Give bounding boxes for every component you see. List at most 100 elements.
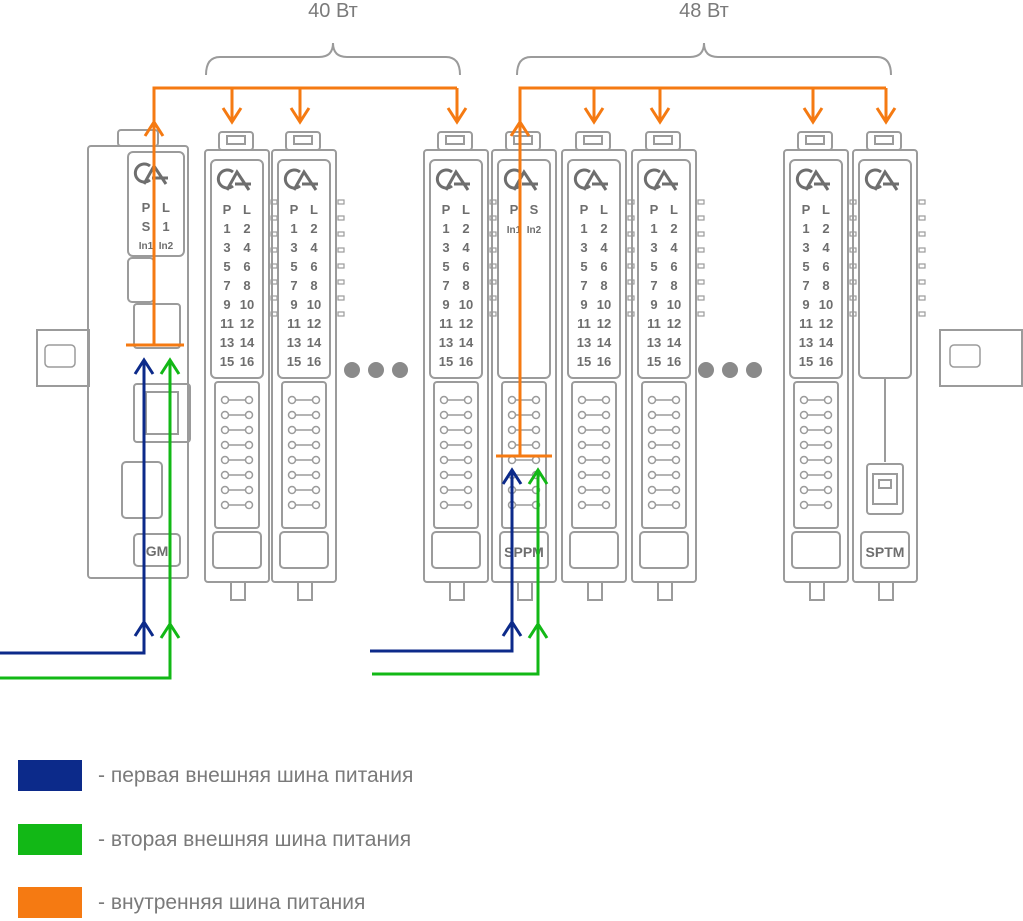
terminal-pin xyxy=(647,410,657,420)
channel-label: 2 xyxy=(822,221,829,236)
channel-label: 4 xyxy=(822,240,830,255)
terminal-pin xyxy=(647,500,657,510)
legend-label: - внутренняя шина питания xyxy=(98,891,366,914)
channel-label: 1 xyxy=(650,221,657,236)
channel-label: 6 xyxy=(822,259,829,274)
module-top-latch xyxy=(866,131,902,151)
module-bottom-clip xyxy=(230,582,246,601)
terminal-pin xyxy=(799,410,809,420)
terminal-pin xyxy=(671,455,681,465)
internal-bus-arrow xyxy=(221,107,243,125)
channel-label: P xyxy=(290,202,299,217)
channel-label: 5 xyxy=(580,259,587,274)
terminal-pin xyxy=(601,485,611,495)
logo-a xyxy=(225,169,251,191)
terminal-pin xyxy=(507,410,517,420)
rj45-port-inner xyxy=(872,473,898,505)
head-input-label: In1 xyxy=(139,241,154,252)
terminal-pin xyxy=(287,485,297,495)
module-label-plate xyxy=(499,531,549,569)
terminal-pin xyxy=(439,440,449,450)
terminal-pin xyxy=(463,440,473,450)
head-input-label: In2 xyxy=(159,241,174,252)
ellipsis-right xyxy=(698,362,762,378)
ext-bus-2-arrow xyxy=(159,357,181,375)
rj45-port-icon xyxy=(866,463,904,515)
channel-label: L xyxy=(600,202,608,217)
module-faceplate xyxy=(567,159,621,379)
channel-label: 11 xyxy=(647,316,661,331)
channel-label: 16 xyxy=(240,354,254,369)
terminal-pin xyxy=(601,395,611,405)
terminal-pin xyxy=(220,395,230,405)
terminal-pin xyxy=(507,440,517,450)
channel-label: 8 xyxy=(462,278,469,293)
terminal-pin xyxy=(287,455,297,465)
module-top-latch xyxy=(437,131,473,151)
ca-logo-icon xyxy=(283,168,318,191)
terminal-pin xyxy=(220,485,230,495)
terminal-pin xyxy=(647,470,657,480)
logo-a xyxy=(582,169,608,191)
terminal-pin xyxy=(671,485,681,495)
terminal-pin xyxy=(439,410,449,420)
channel-label: P xyxy=(802,202,811,217)
channel-label: L xyxy=(822,202,830,217)
terminal-pin xyxy=(220,425,230,435)
internal-bus-arrow xyxy=(289,107,311,125)
din-rail-slot xyxy=(949,344,981,368)
side-led xyxy=(337,199,345,205)
channel-label: 4 xyxy=(670,240,678,255)
terminal-pin xyxy=(244,425,254,435)
module-top-latch xyxy=(285,131,321,151)
legend-swatch-blue xyxy=(18,760,82,791)
terminal-pin xyxy=(647,485,657,495)
channel-label: 12 xyxy=(597,316,611,331)
terminal-pin xyxy=(311,455,321,465)
internal-bus-arrow xyxy=(446,107,468,125)
terminal-block xyxy=(641,381,687,529)
internal-bus-2 xyxy=(518,86,886,456)
ext-bus-2-arrow xyxy=(527,467,549,485)
channel-label: 12 xyxy=(667,316,681,331)
terminal-pin xyxy=(531,455,541,465)
module-bottom-clip xyxy=(517,582,533,601)
channel-label: 3 xyxy=(442,240,449,255)
channel-label: 4 xyxy=(462,240,470,255)
terminal-pin xyxy=(601,455,611,465)
channel-label: 6 xyxy=(462,259,469,274)
ca-logo-icon xyxy=(643,168,678,191)
side-led xyxy=(918,199,926,205)
legend-swatch-orange xyxy=(18,887,82,918)
terminal-pin xyxy=(601,440,611,450)
terminal-pin xyxy=(799,440,809,450)
module-label-plate xyxy=(569,531,619,569)
terminal-pin xyxy=(463,470,473,480)
terminal-pin xyxy=(577,395,587,405)
terminal-pin xyxy=(671,470,681,480)
channel-label: 15 xyxy=(647,354,661,369)
ca-logo-icon xyxy=(133,162,168,185)
ca-logo-icon xyxy=(795,168,830,191)
channel-label: 5 xyxy=(223,259,230,274)
internal-bus-arrow xyxy=(509,119,531,137)
channel-label: 2 xyxy=(310,221,317,236)
channel-label: 7 xyxy=(580,278,587,293)
channel-label: 15 xyxy=(799,354,813,369)
power-group-label: 48 Вт xyxy=(679,0,729,22)
ext-bus-2-arrow xyxy=(159,621,181,639)
channel-label: 9 xyxy=(223,297,230,312)
terminal-pin xyxy=(311,395,321,405)
terminal-pin xyxy=(463,395,473,405)
terminal-pin xyxy=(507,455,517,465)
terminal-pin xyxy=(577,440,587,450)
module-faceplate xyxy=(497,159,551,379)
module-label-plate xyxy=(212,531,262,569)
channel-label: 1 xyxy=(290,221,297,236)
terminal-pin xyxy=(671,440,681,450)
side-led xyxy=(697,295,705,301)
channel-label: 13 xyxy=(577,335,591,350)
head-letter: P xyxy=(142,200,151,215)
